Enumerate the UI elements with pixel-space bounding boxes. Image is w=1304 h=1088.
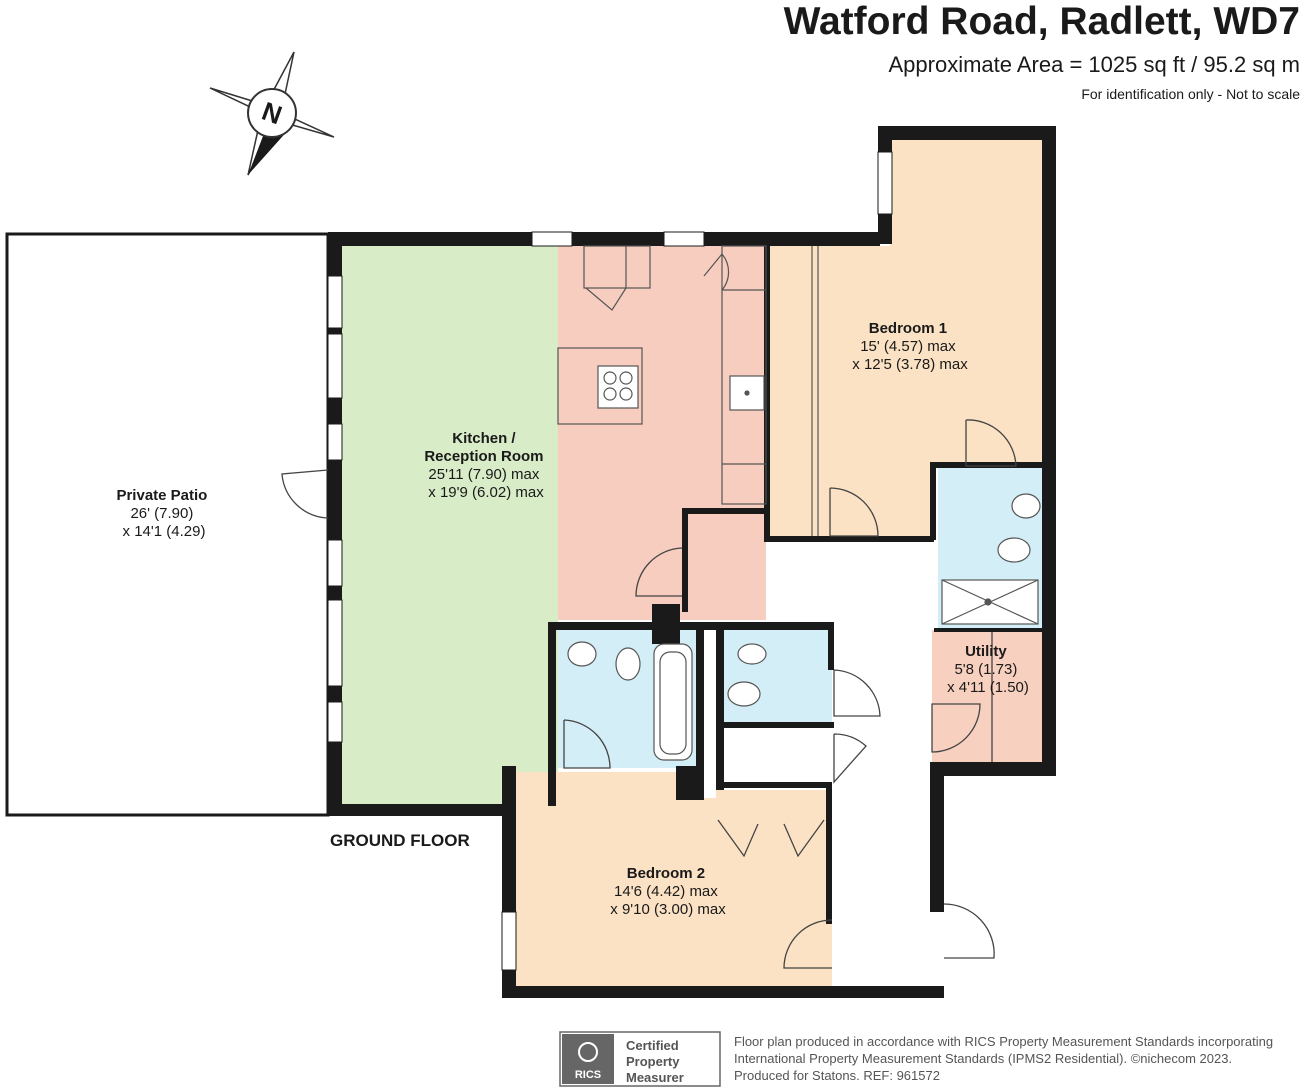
badge-line1: Certified — [626, 1038, 679, 1053]
svg-text:Bedroom 1 15' (4.57) max: Bedroom 1 15' (4.57) max x 12'5 (3.78) m… — [852, 320, 968, 373]
kitchen-name-line1: Kitchen / — [452, 430, 516, 447]
footer-line2: International Property Measurement Stand… — [734, 1051, 1233, 1066]
svg-text:Private Patio 26' (7.90): Private Patio 26' (7.90) x 14'1 (4.29) — [116, 487, 211, 540]
kitchen-units — [557, 245, 767, 505]
svg-text:Kitchen / Reception Room: Kitchen / Reception Room 25'11 (7.90) ma… — [424, 430, 547, 501]
approximate-area: Approximate Area = 1025 sq ft / 95.2 sq … — [888, 52, 1300, 77]
footer-line3: Produced for Statons. REF: 961572 — [734, 1068, 940, 1083]
compass-icon: N — [209, 51, 335, 176]
utility-dim1: 5'8 (1.73) — [954, 661, 1017, 678]
bedroom1-fill — [768, 140, 1042, 538]
private-patio — [5, 232, 330, 817]
rics-logo-icon — [578, 1042, 598, 1062]
rics-badge: RICS Certified Property Measurer — [559, 1031, 721, 1087]
bedroom2-dim1: 14'6 (4.42) max — [614, 883, 718, 900]
bedroom2-name: Bedroom 2 — [627, 865, 705, 882]
bedroom2-fill — [516, 772, 832, 986]
utility-name: Utility — [965, 643, 1007, 660]
utility-dim2: x 4'11 (1.50) — [947, 679, 1029, 696]
rics-org: RICS — [575, 1069, 601, 1081]
bedroom1-dim1: 15' (4.57) max — [860, 338, 956, 355]
footer-line1: Floor plan produced in accordance with R… — [734, 1034, 1274, 1049]
kitchen-fill — [558, 246, 766, 620]
kitchen-reception-fill — [342, 246, 558, 804]
badge-line3: Measurer — [626, 1070, 684, 1085]
patio-name: Private Patio — [116, 487, 207, 504]
bedroom1-dim2: x 12'5 (3.78) max — [852, 356, 968, 373]
kitchen-dim1: 25'11 (7.90) max — [428, 466, 539, 483]
kitchen-dim2: x 19'9 (6.02) max — [428, 484, 544, 501]
wardrobe — [811, 246, 819, 536]
plan-title: Watford Road, Radlett, WD7 — [783, 0, 1300, 43]
sanitaryware — [567, 493, 1041, 761]
bedroom1-name: Bedroom 1 — [869, 320, 947, 337]
utility-fill — [932, 630, 1042, 766]
floor-label: GROUND FLOOR — [330, 831, 470, 850]
footer-text: Floor plan produced in accordance with R… — [734, 1033, 1273, 1084]
scale-note: For identification only - Not to scale — [1081, 86, 1300, 102]
kitchen-name-line2: Reception Room — [424, 448, 543, 465]
wc-fill — [722, 628, 832, 726]
doors — [281, 419, 1017, 969]
svg-text:Utility 5'8 (1.73) x 4: Utility 5'8 (1.73) x 4'11 (1.50) — [947, 643, 1029, 696]
badge-line2: Property — [626, 1054, 680, 1069]
windows — [327, 151, 893, 971]
patio-dim2: x 14'1 (4.29) — [123, 523, 206, 540]
bedroom2-dim2: x 9'10 (3.00) max — [610, 901, 726, 918]
svg-text:Bedroom 2 14'6 (4.42) max: Bedroom 2 14'6 (4.42) max x 9'10 (3.00) … — [610, 865, 726, 918]
patio-dim1: 26' (7.90) — [130, 505, 193, 522]
